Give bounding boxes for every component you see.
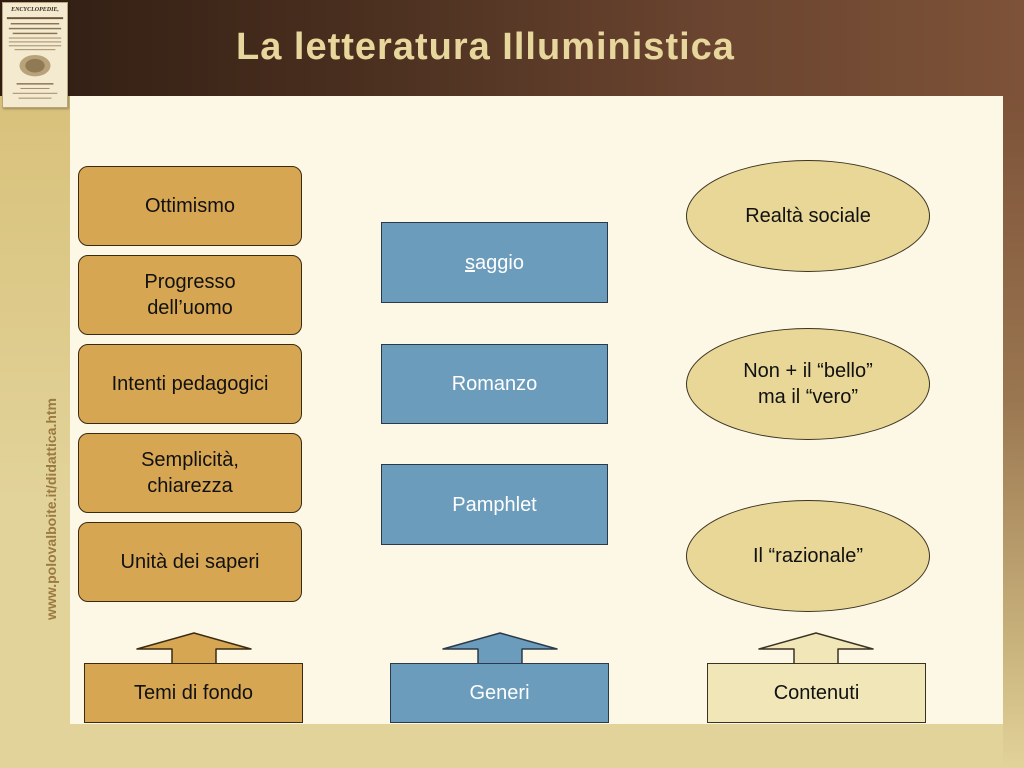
contenuto-label: Realtà sociale [745,205,871,227]
contenuto-oval-razionale: Il “razionale” [686,500,930,612]
category-label: Temi di fondo [134,682,253,704]
left-decor-strip [0,96,70,768]
contenuto-oval-realta-sociale: Realtà sociale [686,160,930,272]
genere-box-pamphlet: Pamphlet [381,464,608,545]
category-box-generi: Generi [390,663,609,723]
header-bar [0,0,1024,96]
saggio-first-letter: s [465,251,476,274]
contenuto-label: Non + il “bello” ma il “vero” [743,360,873,408]
genere-label: Romanzo [451,373,538,395]
saggio-rest: aggio [475,251,524,274]
page-title: La letteratura Illuministica [236,26,735,68]
up-arrow-generi-icon [442,632,558,666]
tema-box-semplicita: Semplicità, chiarezza [78,433,302,513]
tema-box-intenti-pedagogici: Intenti pedagogici [78,344,302,424]
genere-label: Pamphlet [452,493,537,516]
genere-label-saggio: saggio [465,250,524,276]
contenuto-oval-bello-vero: Non + il “bello” ma il “vero” [686,328,930,440]
tema-label: Ottimismo [145,195,235,217]
category-box-temi-di-fondo: Temi di fondo [84,663,303,723]
encyclopedie-cover-image: ENCYCLOPEDIE, [2,2,68,108]
tema-label: Unità dei saperi [120,551,260,573]
site-url-link[interactable]: www.polovalboite.it/didattica.htm [43,398,59,620]
book-cover-title: ENCYCLOPEDIE, [11,7,59,13]
tema-label: Progresso dell’uomo [144,271,236,319]
category-label: Generi [469,682,530,704]
up-arrow-temi-icon [136,632,252,666]
up-arrow-contenuti-icon [758,632,874,666]
tema-box-unita-saperi: Unità dei saperi [78,522,302,602]
genere-box-saggio: saggio [381,222,608,303]
tema-box-progresso: Progresso dell’uomo [78,255,302,335]
contenuto-label: Il “razionale” [752,545,864,567]
book-cover-graphic [6,17,64,99]
tema-box-ottimismo: Ottimismo [78,166,302,246]
genere-box-romanzo: Romanzo [381,344,608,424]
category-box-contenuti: Contenuti [707,663,926,723]
tema-label: Semplicità, chiarezza [141,449,239,497]
right-decor-band [1003,96,1024,768]
tema-label: Intenti pedagogici [111,373,269,395]
category-label: Contenuti [773,682,860,704]
